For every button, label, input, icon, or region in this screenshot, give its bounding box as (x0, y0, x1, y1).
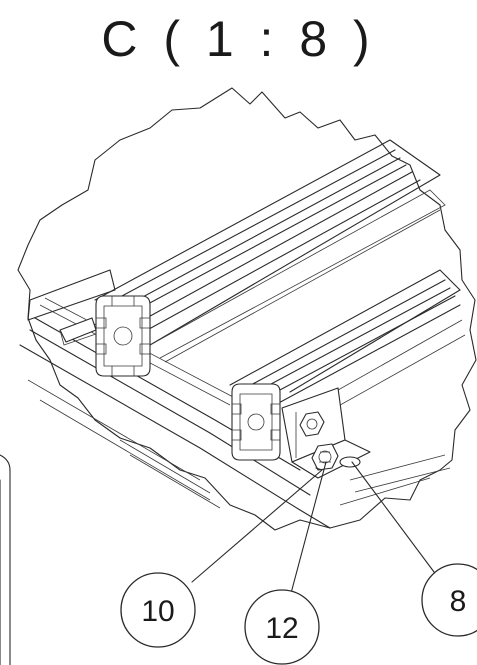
rail-profile-upper (94, 139, 446, 377)
base-beam (19, 269, 451, 529)
column-partial (0, 454, 11, 665)
balloon-8-label: 8 (450, 585, 467, 618)
angle-bracket-left (59, 317, 97, 346)
leader-line-10 (191, 467, 323, 583)
detail-break-outline (17, 87, 477, 531)
balloon-10-label: 10 (141, 595, 174, 628)
leader-line-12 (285, 461, 327, 613)
washer-part-8 (339, 456, 361, 468)
balloon-10: 10 (120, 572, 196, 648)
hex-nut-upper (299, 411, 325, 437)
hex-bolt-part-10 (311, 443, 339, 471)
leader-line-8 (351, 461, 441, 581)
view-title: C ( 1 : 8 ) (101, 11, 376, 67)
rail-profile-lower (229, 269, 466, 461)
balloon-12-label: 12 (265, 612, 298, 645)
balloon-12: 12 (244, 589, 320, 665)
balloon-8: 8 (421, 563, 477, 637)
